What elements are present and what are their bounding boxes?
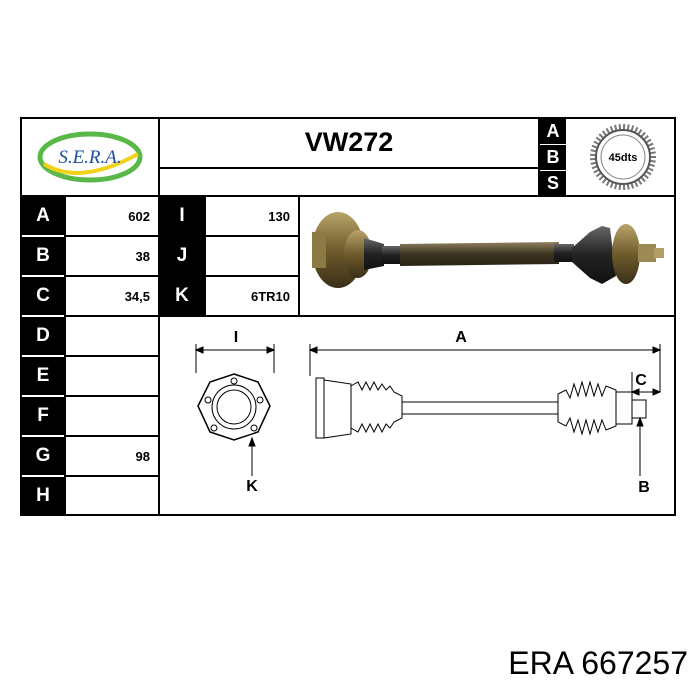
spec-value-g: 98 (135, 449, 150, 464)
abs-ring-icon: 45dts (586, 122, 660, 192)
dim-label-k: K (246, 478, 258, 495)
spec-value-k: 6TR10 (250, 289, 290, 304)
spec-letter-d: D (22, 317, 64, 355)
divider (64, 435, 160, 437)
divider (64, 355, 160, 357)
spec-letter-e: E (22, 357, 64, 395)
spec-letter-h: H (22, 477, 64, 515)
spec-letter-c: C (22, 277, 64, 315)
spec-letter-a: A (22, 197, 64, 235)
spec-value-b: 38 (135, 249, 150, 264)
divider (64, 475, 160, 477)
divider (298, 315, 676, 317)
divider (538, 117, 540, 197)
part-code-title: VW272 (304, 127, 394, 157)
divider (64, 275, 298, 277)
divider (158, 167, 538, 169)
logo-text: S.E.R.A. (58, 147, 121, 168)
spec-letter-b: B (22, 237, 64, 275)
spec-letter-f: F (22, 397, 64, 435)
spec-value-c: 34,5 (124, 289, 150, 304)
dim-label-a: A (455, 329, 467, 346)
dimension-drawing (186, 328, 668, 510)
divider (64, 315, 298, 317)
divider (64, 235, 298, 237)
dim-label-i: I (233, 329, 239, 346)
dim-label-c: C (635, 372, 647, 389)
abs-letter-b: B (540, 145, 566, 170)
drive-shaft-photo (304, 204, 670, 308)
divider (20, 195, 676, 197)
spec-letter-g: G (22, 437, 64, 475)
spec-value-i: 130 (268, 209, 290, 224)
footer-part-number: ERA 667257 (508, 645, 688, 681)
spec-letter-j: J (160, 237, 204, 275)
abs-teeth-count: 45dts (609, 152, 638, 164)
divider (64, 395, 160, 397)
spec-letter-k: K (160, 277, 204, 315)
sera-logo: S.E.R.A. (30, 124, 150, 190)
dim-label-b: B (638, 479, 650, 496)
divider (158, 117, 160, 197)
spec-letter-i: I (160, 197, 204, 235)
abs-letter-s: S (540, 171, 566, 195)
spec-value-a: 602 (128, 209, 150, 224)
divider (298, 197, 300, 317)
abs-letter-a: A (540, 119, 566, 144)
divider (204, 197, 206, 317)
